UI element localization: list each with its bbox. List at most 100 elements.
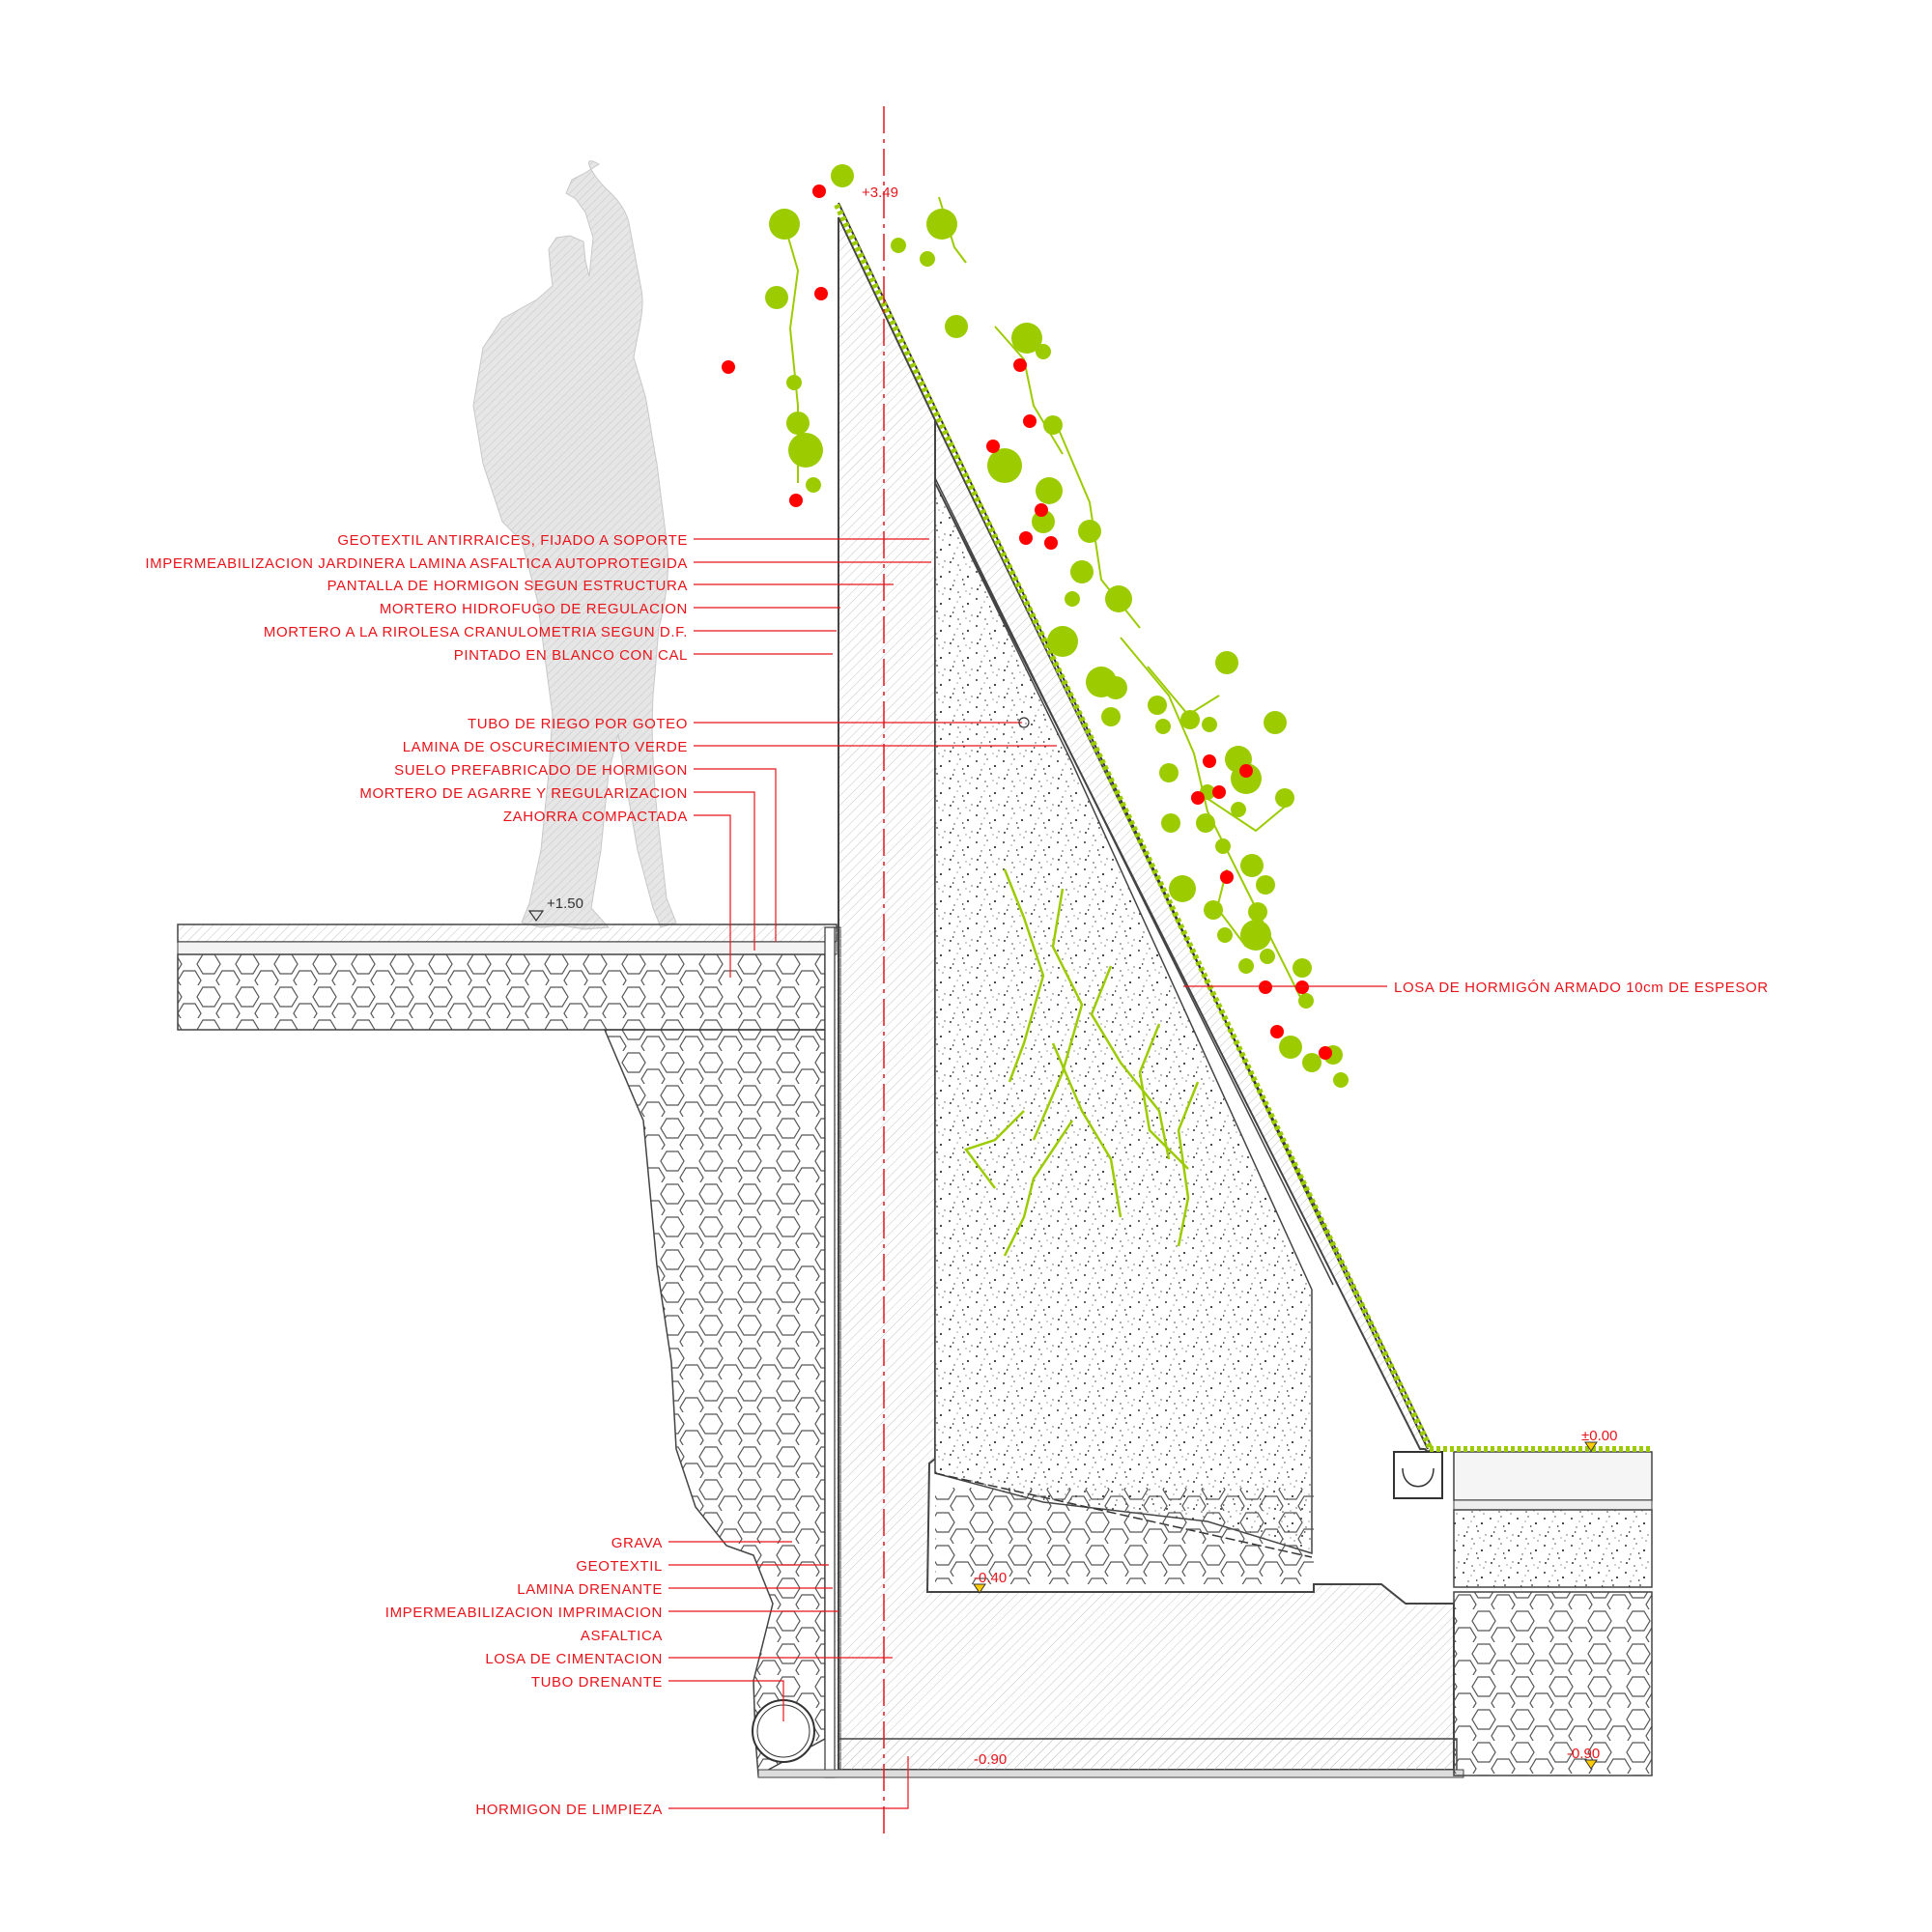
leaf xyxy=(1078,520,1101,543)
sloped-slab-outer-edge xyxy=(838,202,1429,1450)
leaf xyxy=(1279,1036,1302,1059)
leaf xyxy=(1036,344,1051,359)
berry xyxy=(1191,791,1205,805)
leaf xyxy=(891,238,906,253)
terrace-mortar-layer xyxy=(177,941,838,955)
label-mortar-granulometry: MORTERO A LA RIROLESA CRANULOMETRIA SEGU… xyxy=(264,624,688,640)
compacted-gravel-layer xyxy=(177,953,826,1031)
leaf xyxy=(1104,676,1127,699)
vine-stem xyxy=(1177,1081,1200,1247)
foundation-base xyxy=(757,1769,1464,1778)
berry xyxy=(1203,754,1216,768)
label-reinforced-slab: LOSA DE HORMIGÓN ARMADO 10cm DE ESPESOR xyxy=(1394,980,1769,996)
leaf xyxy=(1065,591,1080,607)
label-waterproofing-primer: IMPERMEABILIZACION IMPRIMACION xyxy=(385,1605,663,1621)
berry xyxy=(1013,358,1027,372)
level-ground: ±0.00 xyxy=(1581,1428,1617,1444)
planter-soil xyxy=(934,482,1313,1555)
planter-gravel xyxy=(935,1488,1314,1584)
berry xyxy=(1023,414,1037,428)
vine-stem xyxy=(963,1110,1025,1189)
leaf xyxy=(1256,875,1275,895)
level-right-bottom: -0.90 xyxy=(1567,1746,1600,1762)
sloped-slab-inner-edge xyxy=(934,477,1334,1286)
berry xyxy=(1270,1025,1284,1038)
berry xyxy=(1239,764,1253,778)
leaf xyxy=(1298,993,1314,1009)
leaf xyxy=(786,375,802,390)
right-paving-slab xyxy=(1453,1451,1653,1501)
right-gravel-layer xyxy=(1453,1509,1653,1588)
label-green-shade-sheet: LAMINA DE OSCURECIMIENTO VERDE xyxy=(403,739,688,755)
label-geotextile: GEOTEXTIL xyxy=(576,1558,663,1575)
berry xyxy=(1259,980,1272,994)
leaf xyxy=(1070,560,1094,583)
leaf xyxy=(1196,813,1215,833)
leaf xyxy=(1215,838,1231,854)
leaf xyxy=(1155,719,1171,734)
vine-stem xyxy=(1051,1042,1122,1218)
leaf xyxy=(1180,710,1200,729)
label-geotextile-root: GEOTEXTIL ANTIRRAICES, FIJADO A SOPORTE xyxy=(337,532,688,549)
leaf xyxy=(1202,717,1217,732)
leaf xyxy=(788,433,823,468)
label-asphaltic: ASFALTICA xyxy=(581,1628,663,1644)
label-precast-floor: SUELO PREFABRICADO DE HORMIGON xyxy=(394,762,688,779)
label-foundation-slab: LOSA DE CIMENTACION xyxy=(485,1651,663,1667)
vine-stem xyxy=(1032,888,1084,1141)
label-gravel: GRAVA xyxy=(611,1535,663,1551)
level-markers: +3.49 +1.50 ±0.00 -0.40 -0.90 -0.90 xyxy=(527,185,1617,1770)
leaf xyxy=(1238,958,1254,974)
berry xyxy=(812,185,826,198)
label-white-lime-paint: PINTADO EN BLANCO CON CAL xyxy=(454,647,688,664)
leaf xyxy=(1240,854,1264,877)
leaf xyxy=(1161,813,1180,833)
vine-stem xyxy=(1197,791,1292,833)
berry xyxy=(1044,536,1058,550)
level-top: +3.49 xyxy=(862,185,898,201)
label-drain-pipe: TUBO DRENANTE xyxy=(531,1674,663,1690)
label-clean-concrete: HORMIGON DE LIMPIEZA xyxy=(475,1802,663,1818)
leaf xyxy=(1240,920,1271,951)
leaf xyxy=(765,286,788,309)
leaf xyxy=(1217,927,1233,943)
leaf xyxy=(1260,949,1275,964)
vine-stem xyxy=(1003,868,1045,1083)
leaf xyxy=(1231,802,1246,817)
leaf xyxy=(1333,1072,1349,1088)
leaf xyxy=(1032,510,1055,533)
leaf xyxy=(1101,707,1121,726)
leaf xyxy=(920,251,935,267)
berry xyxy=(986,440,1000,453)
label-drainage-sheet: LAMINA DRENANTE xyxy=(517,1581,663,1598)
berry xyxy=(814,287,828,300)
leaf xyxy=(1159,763,1179,782)
gutter-channel xyxy=(1393,1451,1443,1499)
leaf xyxy=(1275,788,1294,808)
leaf xyxy=(769,209,800,240)
human-figure-silhouette xyxy=(472,160,677,930)
leaf xyxy=(1264,711,1287,734)
berry xyxy=(789,494,803,507)
label-concrete-screen: PANTALLA DE HORMIGON SEGUN ESTRUCTURA xyxy=(327,578,688,594)
berry xyxy=(1212,785,1226,799)
terrace-floor-slab xyxy=(177,923,838,943)
vine-stem xyxy=(1090,965,1171,1160)
label-waterproofing-planter: IMPERMEABILIZACION JARDINERA LAMINA ASFA… xyxy=(145,555,688,572)
leaf xyxy=(831,164,854,187)
leaf xyxy=(1148,696,1167,715)
leaf xyxy=(1105,585,1132,612)
berry xyxy=(1295,980,1309,994)
label-bedding-mortar: MORTERO DE AGARRE Y REGULARIZACION xyxy=(359,785,688,802)
berry xyxy=(1035,503,1048,517)
leaf xyxy=(806,477,821,493)
berry xyxy=(1220,870,1234,884)
leaf xyxy=(1248,902,1267,922)
label-compacted-gravel: ZAHORRA COMPACTADA xyxy=(503,809,688,825)
leaf xyxy=(1036,477,1063,504)
gutter-profile xyxy=(1402,1467,1435,1488)
leaf xyxy=(1215,651,1238,674)
berry xyxy=(722,360,735,374)
berry xyxy=(1319,1046,1332,1060)
